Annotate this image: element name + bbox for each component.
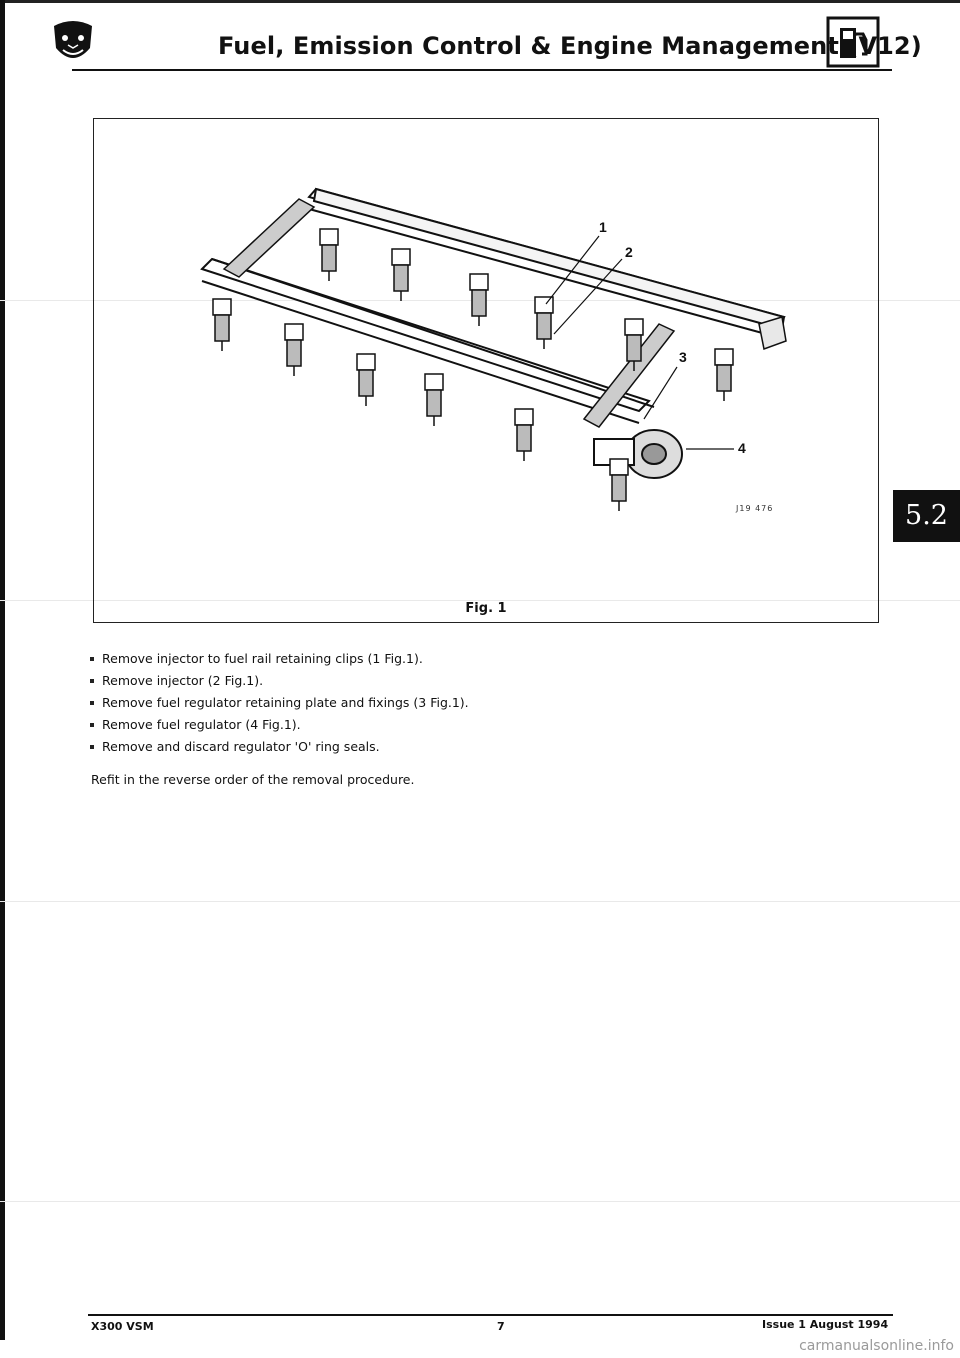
fuel-pump-icon <box>826 16 880 68</box>
top-edge-line <box>0 0 960 3</box>
callout-2: 2 <box>625 244 633 260</box>
binding-edge-bar <box>0 0 5 1340</box>
figure-caption: Fig. 1 <box>465 601 507 616</box>
injectors <box>212 228 734 511</box>
callout-1: 1 <box>599 219 607 235</box>
rear-fuel-rail <box>307 187 786 338</box>
footer-rule <box>88 1314 893 1316</box>
scan-rule <box>0 600 960 601</box>
callout-3: 3 <box>679 349 687 365</box>
procedure-steps: Remove injector to fuel rail retaining c… <box>88 648 648 758</box>
issue-date: Issue 1 August 1994 <box>762 1318 889 1331</box>
list-item: Remove fuel regulator retaining plate an… <box>88 692 648 714</box>
fuel-rail-injector-diagram: 1 2 3 4 <box>200 187 787 511</box>
step-text: Remove fuel regulator (4 Fig.1). <box>102 717 301 732</box>
list-item: Remove injector (2 Fig.1). <box>88 670 648 692</box>
bullet <box>90 722 94 727</box>
list-item: Remove injector to fuel rail retaining c… <box>88 648 648 670</box>
figure-1: 1 2 3 4 J19 476 Fig. 1 <box>93 118 879 623</box>
page-header: Fuel, Emission Control & Engine Manageme… <box>48 12 922 72</box>
list-item: Remove fuel regulator (4 Fig.1). <box>88 714 648 736</box>
bullet <box>90 678 94 683</box>
fuel-regulator <box>593 429 683 479</box>
bullet <box>90 744 94 749</box>
step-text: Remove and discard regulator 'O' ring se… <box>102 739 380 754</box>
footer-doc-id: X300 VSM <box>91 1320 154 1333</box>
drawing-code: J19 476 <box>736 504 774 513</box>
step-text: Remove fuel regulator retaining plate an… <box>102 695 469 710</box>
page-number: 7 <box>497 1320 505 1333</box>
step-text: Remove injector (2 Fig.1). <box>102 673 264 688</box>
refit-note: Refit in the reverse order of the remova… <box>91 772 415 787</box>
watermark: carmanualsonline.info <box>799 1338 954 1354</box>
crossover-hose <box>222 198 676 428</box>
scan-rule <box>0 1201 960 1202</box>
scan-rule <box>0 901 960 902</box>
bullet <box>90 656 94 661</box>
page-title: Fuel, Emission Control & Engine Manageme… <box>218 32 922 60</box>
list-item: Remove and discard regulator 'O' ring se… <box>88 736 648 758</box>
section-tab: 5.2 <box>893 490 960 542</box>
header-rule <box>72 69 892 71</box>
jaguar-logo-icon <box>54 21 92 58</box>
front-fuel-rail <box>200 257 655 424</box>
bullet <box>90 700 94 705</box>
callout-4: 4 <box>738 440 746 456</box>
step-text: Remove injector to fuel rail retaining c… <box>102 651 423 666</box>
